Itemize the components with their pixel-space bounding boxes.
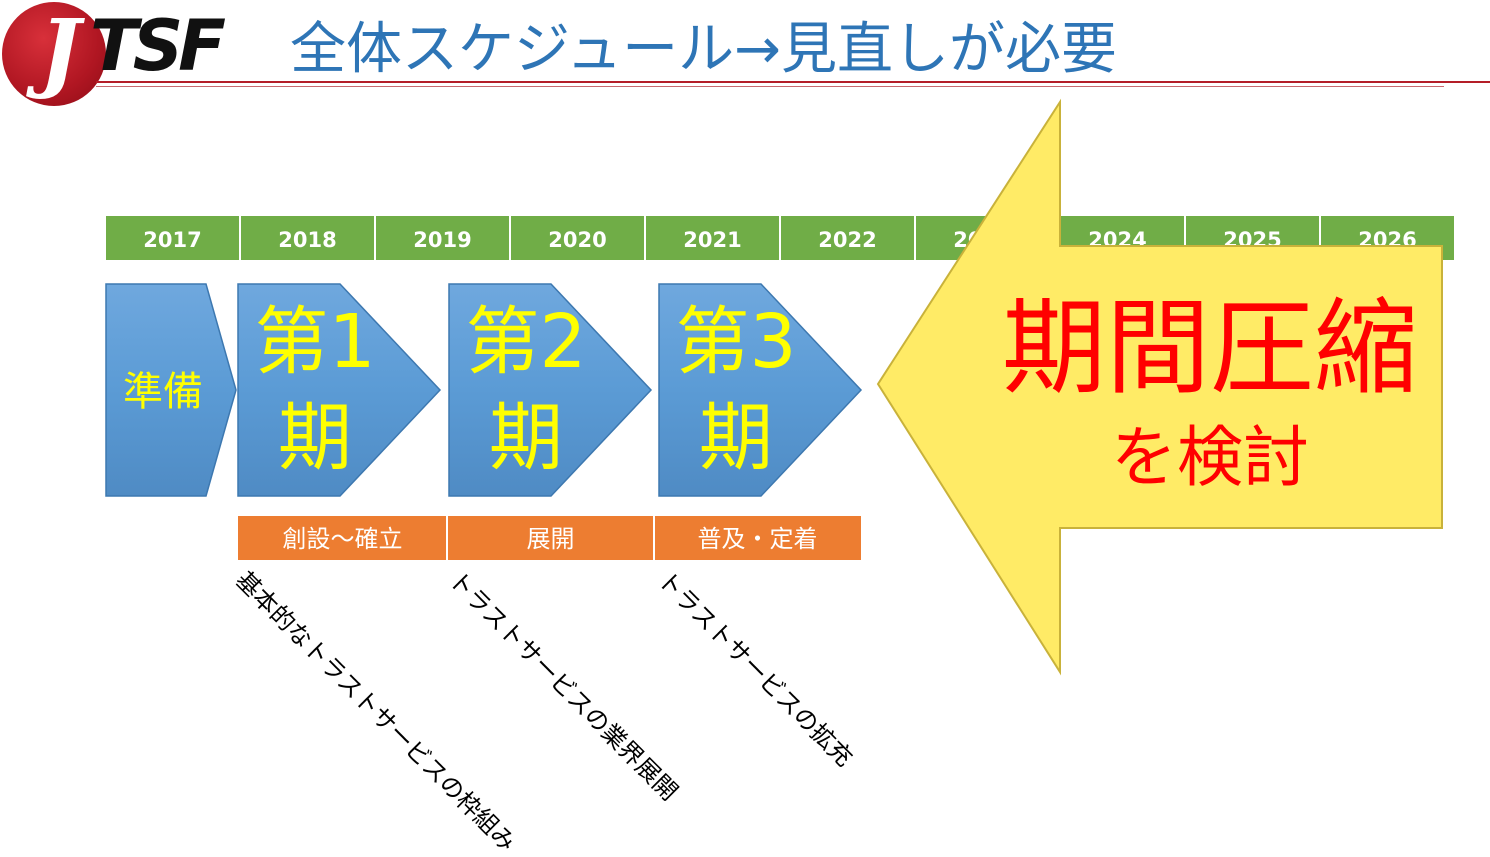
phase-3-label: 第3: [675, 299, 797, 385]
logo-circle: [2, 2, 106, 106]
chevron-phase-1: [237, 283, 442, 497]
chevron-prep: [105, 283, 237, 497]
chevron-phase-2: [448, 283, 653, 497]
year-cell: 2017: [106, 216, 239, 260]
compress-arrow: [876, 98, 1443, 676]
header-divider-thin: [96, 86, 1444, 87]
year-cell: 2019: [376, 216, 509, 260]
logo-text: TSF: [90, 5, 226, 87]
stage-note-expand: トラストサービスの業界展開: [443, 566, 684, 807]
page-title: 全体スケジュール→見直しが必要: [290, 17, 1118, 82]
callout-sub: を検討: [1111, 419, 1309, 496]
year-cell: 2021: [646, 216, 779, 260]
phase-chevrons: [105, 283, 863, 497]
stage-note-adopt: トラストサービスの拡充: [652, 566, 859, 773]
stage-divider: [653, 516, 655, 560]
callout-main: 期間圧縮: [1001, 287, 1418, 409]
phase-3-period: 期: [699, 395, 773, 481]
chevron-phase-3: [658, 283, 863, 497]
year-cell: 2020: [511, 216, 644, 260]
stage-bar-expand: 展開: [447, 516, 654, 560]
year-cell: 2018: [241, 216, 374, 260]
stage-bar-establish: 創設～確立: [238, 516, 447, 560]
header-divider: [96, 81, 1490, 83]
phase-2-period: 期: [489, 395, 563, 481]
logo-mark: J: [39, 1, 81, 102]
phase-prep-label: 準備: [123, 369, 203, 415]
year-cell: 2022: [781, 216, 914, 260]
stage-divider: [446, 516, 448, 560]
stage-bar-adopt: 普及・定着: [654, 516, 861, 560]
phase-1-period: 期: [278, 395, 352, 481]
phase-1-label: 第1: [254, 299, 376, 385]
phase-2-label: 第2: [465, 299, 587, 385]
